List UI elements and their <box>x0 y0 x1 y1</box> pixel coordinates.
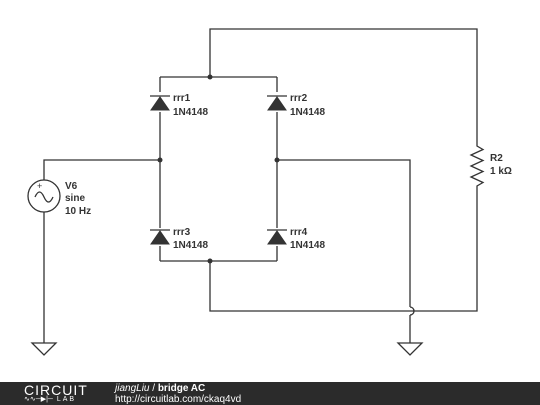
credit-separator: / <box>149 383 158 394</box>
diode-rrr3-part: 1N4148 <box>173 240 208 251</box>
resistor-r2[interactable]: R2 1 kΩ <box>469 143 512 190</box>
diode-rrr2-part: 1N4148 <box>290 107 325 118</box>
logo-text-sub: LAB <box>56 396 77 403</box>
diode-rrr1-ref: rrr1 <box>173 93 191 104</box>
ground-right[interactable] <box>396 342 424 356</box>
logo-wave-icon: ∿∿─▶|─ <box>24 396 53 403</box>
diode-rrr1[interactable]: rrr1 1N4148 <box>150 93 208 118</box>
logo-text-main: CIRCUIT <box>24 382 88 398</box>
circuit-title[interactable]: bridge AC <box>157 383 206 394</box>
wire-top-to-r2 <box>209 28 478 143</box>
junction-left <box>157 157 163 163</box>
junction-right <box>274 157 280 163</box>
wires <box>43 28 478 343</box>
wire-right-node-to-ground <box>277 159 411 307</box>
wire-bottom-to-r2 <box>209 190 478 312</box>
schematic-canvas: rrr1 1N4148 rrr2 1N4148 rrr3 1N4148 rrr4… <box>27 28 512 356</box>
resistor-r2-value: 1 kΩ <box>490 166 512 177</box>
diode-rrr4-part: 1N4148 <box>290 240 325 251</box>
junctions <box>157 74 280 264</box>
diode-rrr1-part: 1N4148 <box>173 107 208 118</box>
diode-rrr3[interactable]: rrr3 1N4148 <box>150 227 208 251</box>
credit-line: jiangLiu / bridge AC <box>115 383 205 394</box>
logo-sub: ∿∿─▶|─ LAB <box>24 396 94 404</box>
source-v6-ref: V6 <box>65 181 78 192</box>
ground-left[interactable] <box>30 342 58 356</box>
plus-sign-icon: + <box>37 181 42 191</box>
author-name[interactable]: jiangLiu <box>115 383 150 394</box>
diode-rrr3-ref: rrr3 <box>173 227 191 238</box>
wire-source-top <box>43 159 160 180</box>
diode-rrr4-ref: rrr4 <box>290 227 308 238</box>
footer-bar: CIRCUIT ∿∿─▶|─ LAB jiangLiu / bridge AC … <box>0 382 540 405</box>
sine-wave-icon <box>34 191 54 203</box>
diode-rrr2-ref: rrr2 <box>290 93 308 104</box>
circuitlab-logo[interactable]: CIRCUIT <box>24 383 88 397</box>
diode-rrr2[interactable]: rrr2 1N4148 <box>267 93 325 118</box>
circuit-url[interactable]: http://circuitlab.com/ckaq4vd <box>115 394 242 405</box>
source-v6-frequency: 10 Hz <box>65 206 91 217</box>
junction-top <box>207 74 213 80</box>
resistor-r2-ref: R2 <box>490 153 503 164</box>
diode-rrr4[interactable]: rrr4 1N4148 <box>267 227 325 251</box>
voltage-source-v6[interactable]: + V6 sine 10 Hz <box>27 179 91 217</box>
junction-bottom <box>207 258 213 264</box>
source-v6-type: sine <box>65 193 85 204</box>
